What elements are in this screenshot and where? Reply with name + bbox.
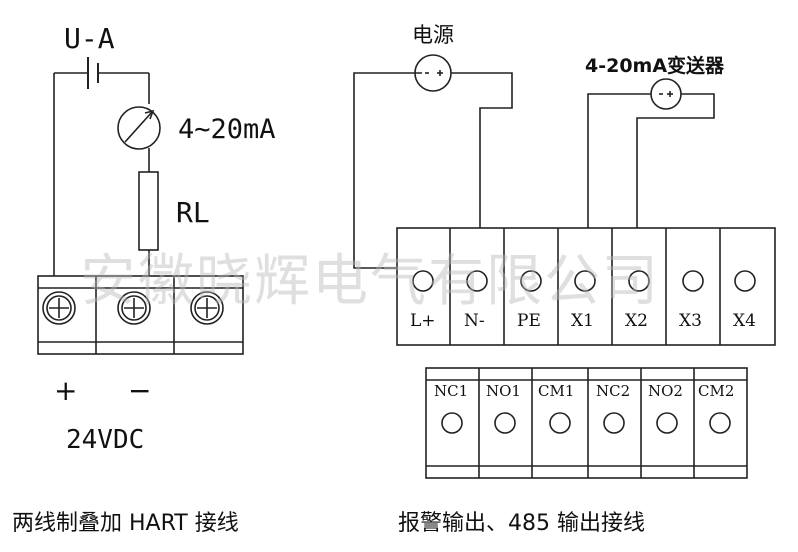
- terminal-label-nc1: NC1: [434, 382, 468, 400]
- plus-label: +: [54, 374, 77, 407]
- supply-label: 24VDC: [66, 425, 144, 455]
- alarm-485-diagram: [353, 54, 776, 479]
- minus-label: −: [128, 374, 151, 407]
- terminal-label-cm1: CM1: [538, 382, 574, 400]
- transmitter-symbol: [650, 78, 682, 110]
- bottom-terminal-labels: NC1 NO1 CM1 NC2 NO2 CM2: [434, 382, 734, 400]
- watermark: 安徽晓辉电气有限公司: [80, 249, 660, 314]
- left-caption: 两线制叠加 HART 接线: [12, 511, 239, 536]
- ammeter-symbol: [117, 106, 161, 150]
- terminal-block-bottom: [425, 367, 748, 479]
- screw-minus: [117, 291, 151, 325]
- terminal-label-pe: PE: [517, 311, 541, 331]
- terminal-block-top: [396, 227, 776, 346]
- right-caption: 报警输出、485 输出接线: [398, 511, 645, 536]
- terminal-label-cm2: CM2: [698, 382, 734, 400]
- transmitter-wiring: [587, 78, 715, 279]
- screw-third: [190, 291, 224, 325]
- meter-label: U-A: [64, 22, 115, 55]
- terminal-block-left: [37, 275, 244, 355]
- terminal-label-no1: NO1: [486, 382, 521, 400]
- terminal-label-nc2: NC2: [596, 382, 630, 400]
- two-wire-hart-diagram: [37, 57, 244, 355]
- terminal-label-x4: X4: [733, 311, 756, 331]
- range-label: 4~20mA: [178, 114, 276, 145]
- terminal-label-x3: X3: [679, 311, 702, 331]
- load-label: RL: [176, 196, 210, 229]
- transmitter-label: 4-20mA变送器: [585, 54, 725, 77]
- screw-plus: [42, 291, 76, 325]
- terminal-label-l-plus: L+: [410, 311, 436, 331]
- terminal-label-no2: NO2: [648, 382, 683, 400]
- load-resistor: [138, 171, 159, 251]
- terminal-label-x1: X1: [571, 311, 594, 331]
- battery-symbol: [54, 57, 149, 89]
- terminal-label-x2: X2: [625, 311, 648, 331]
- power-label: 电源: [412, 23, 454, 47]
- power-source-wiring: [353, 54, 513, 279]
- terminal-label-n-minus: N-: [464, 311, 485, 331]
- top-terminal-labels: L+ N- PE X1 X2 X3 X4: [410, 311, 756, 331]
